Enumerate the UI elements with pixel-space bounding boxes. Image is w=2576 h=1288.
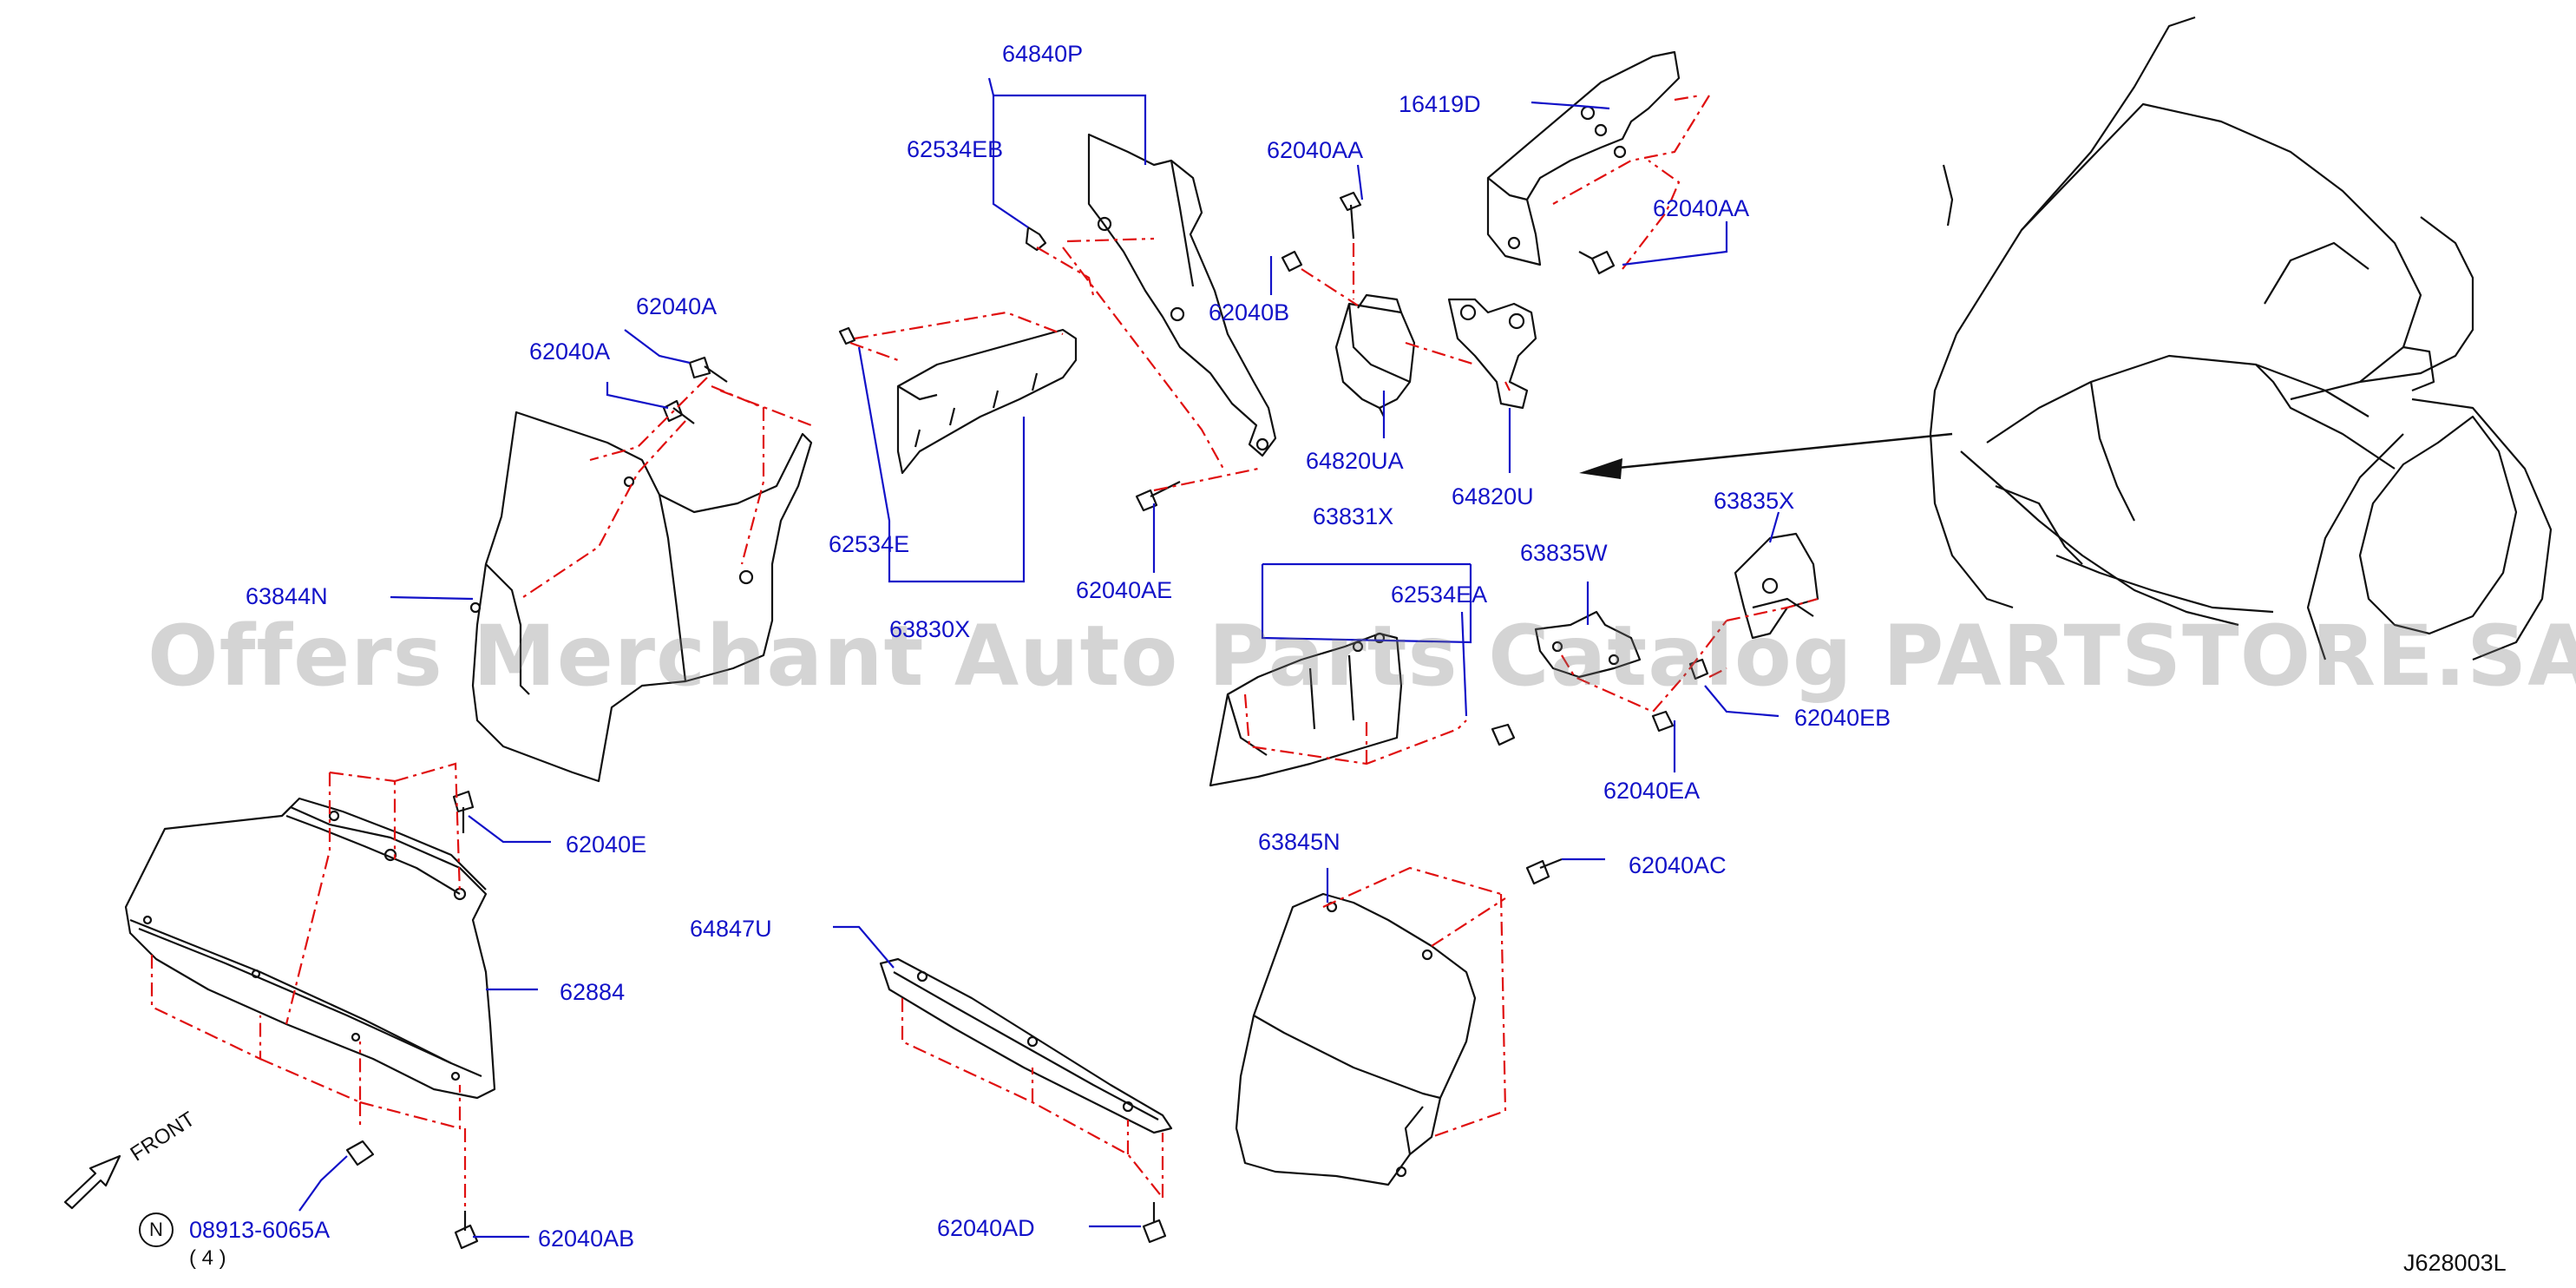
label-62040A-upper[interactable]: 62040A xyxy=(636,293,718,319)
part-64847U-strip xyxy=(879,957,1173,1134)
label-62040EB[interactable]: 62040EB xyxy=(1794,705,1891,731)
label-16419D[interactable]: 16419D xyxy=(1399,91,1481,117)
label-63844N[interactable]: 63844N xyxy=(246,583,328,609)
watermark: Offers Merchant Auto Parts Catalog PARTS… xyxy=(147,608,2576,705)
part-63844N-mudguard xyxy=(469,411,813,783)
label-62040B[interactable]: 62040B xyxy=(1209,299,1290,325)
part-63845N-mudguard xyxy=(1235,892,1477,1186)
label-64820U[interactable]: 64820U xyxy=(1452,483,1534,509)
part-64840P-bracket xyxy=(1087,133,1277,457)
label-63830X[interactable]: 63830X xyxy=(889,616,971,642)
label-62534EB[interactable]: 62534EB xyxy=(907,136,1004,162)
label-08913-6065A[interactable]: 08913-6065A xyxy=(189,1217,331,1243)
label-62040AC[interactable]: 62040AC xyxy=(1629,852,1727,878)
label-62884[interactable]: 62884 xyxy=(560,979,626,1005)
label-62040AA-top[interactable]: 62040AA xyxy=(1267,137,1364,163)
label-64820UA[interactable]: 64820UA xyxy=(1306,448,1404,474)
label-62040A-lower[interactable]: 62040A xyxy=(529,338,611,365)
part-63831X-panel xyxy=(1209,632,1403,787)
part-64820UA-horn xyxy=(1334,293,1416,417)
label-63835X[interactable]: 63835X xyxy=(1714,488,1795,514)
label-62040EA[interactable]: 62040EA xyxy=(1603,778,1701,804)
label-62040AE[interactable]: 62040AE xyxy=(1076,577,1173,603)
fastener-icons xyxy=(345,191,1709,1250)
quantity-label: ( 4 ) xyxy=(189,1246,226,1270)
reference-code: J628003L xyxy=(2403,1250,2507,1276)
vehicle-outline xyxy=(1929,16,2553,661)
label-62534E[interactable]: 62534E xyxy=(829,531,910,557)
pointer-arrow xyxy=(1579,432,1953,479)
assembly-dash-lines xyxy=(150,94,1819,1206)
leader-lines xyxy=(298,77,1780,1239)
label-63831X[interactable]: 63831X xyxy=(1313,503,1394,529)
label-63845N[interactable]: 63845N xyxy=(1258,829,1340,855)
label-64847U[interactable]: 64847U xyxy=(690,916,772,942)
label-62040E[interactable]: 62040E xyxy=(566,831,647,858)
part-63830X-panel xyxy=(896,328,1078,475)
label-62040AB[interactable]: 62040AB xyxy=(538,1226,635,1252)
label-63835W[interactable]: 63835W xyxy=(1520,540,1608,566)
label-62040AD[interactable]: 62040AD xyxy=(937,1215,1035,1241)
part-16419D-bracket xyxy=(1486,50,1681,266)
label-62534EA[interactable]: 62534EA xyxy=(1391,582,1488,608)
part-62884-cover xyxy=(124,797,496,1100)
n-symbol-badge: N xyxy=(139,1212,174,1247)
label-64840P[interactable]: 64840P xyxy=(1002,41,1084,67)
front-arrow-icon xyxy=(63,1154,121,1210)
part-64820U-bracket xyxy=(1447,298,1537,410)
label-62040AA-right[interactable]: 62040AA xyxy=(1653,195,1750,221)
